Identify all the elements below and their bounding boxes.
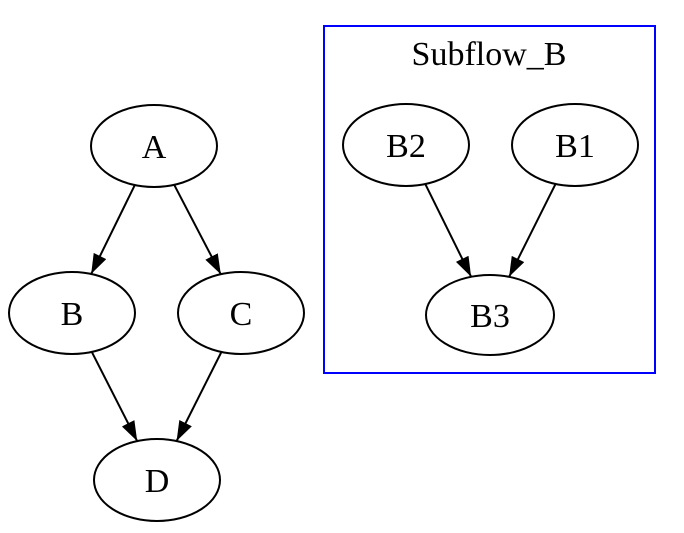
edge-B1-B3 (508, 183, 557, 278)
node-B3-ellipse (425, 274, 555, 356)
node-C: C (177, 271, 305, 355)
node-B2: B2 (342, 103, 470, 187)
edge-A-C (173, 184, 222, 275)
cluster-subflow-b-border (323, 25, 656, 374)
node-D-label: D (145, 463, 170, 500)
edge-B2-B3 (424, 183, 472, 278)
node-D: D (93, 438, 221, 522)
cluster-subflow-b-title: Subflow_B (412, 36, 567, 73)
node-B-ellipse (8, 271, 136, 355)
edge-A-B (90, 184, 136, 275)
node-B1-label: B1 (555, 128, 595, 165)
node-C-ellipse (177, 271, 305, 355)
node-B1-ellipse (511, 103, 639, 187)
node-B3-label: B3 (470, 298, 510, 335)
node-B: B (8, 271, 136, 355)
node-D-ellipse (93, 438, 221, 522)
node-B2-ellipse (342, 103, 470, 187)
node-B1: B1 (511, 103, 639, 187)
node-A-ellipse (90, 104, 218, 188)
node-B3: B3 (425, 274, 555, 356)
node-A-label: A (142, 129, 167, 166)
node-C-label: C (230, 296, 253, 333)
node-A: A (90, 104, 218, 188)
edge-B-D (90, 351, 139, 442)
node-B-label: B (61, 296, 84, 333)
edge-C-D (175, 351, 223, 442)
node-B2-label: B2 (386, 128, 426, 165)
